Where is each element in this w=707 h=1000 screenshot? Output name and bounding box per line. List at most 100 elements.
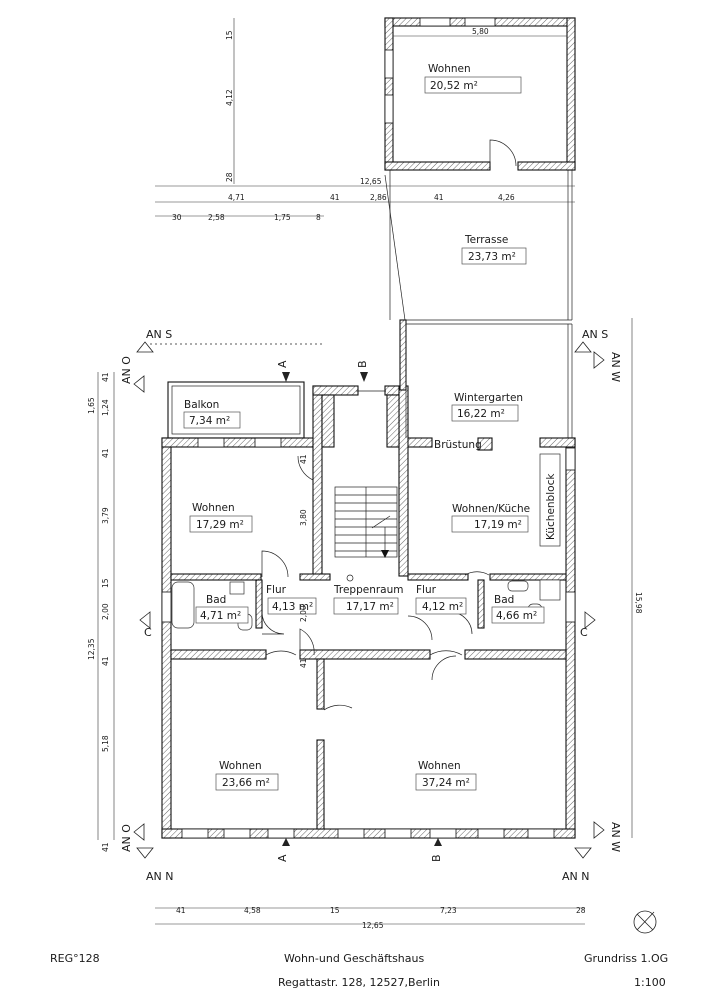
dim-label: 28 — [225, 172, 234, 182]
room-treppenraum: Treppenraum 17,17 m² — [333, 584, 404, 615]
dim-label: 1,24 — [101, 399, 110, 416]
dim-label: 12,65 — [360, 177, 382, 186]
dimensions-right: 15,98 — [631, 318, 643, 838]
room-label: Terrasse — [464, 234, 508, 246]
dim-label: 41 — [101, 448, 110, 458]
room-wohnen-annex: Wohnen 20,52 m² — [424, 63, 522, 94]
room-area: 20,52 m² — [430, 80, 478, 92]
room-bad-left: Bad 4,71 m² — [195, 594, 249, 624]
section-label: AN S — [582, 328, 608, 341]
room-area: 37,24 m² — [422, 777, 470, 789]
section-label: AN N — [562, 870, 589, 883]
dimensions-bottom: 41 4,58 15 7,23 28 12,65 — [155, 906, 586, 930]
dim-label: 15 — [330, 906, 340, 915]
dim-label: 2,00 — [101, 603, 110, 620]
dim-label: 41 — [330, 193, 340, 202]
building-type: Wohn-und Geschäftshaus — [284, 952, 424, 965]
room-label: Flur — [416, 584, 437, 596]
annex-walls — [384, 17, 576, 171]
address: Regattastr. 128, 12527,Berlin — [278, 976, 440, 989]
room-wohnen-nw: Wohnen 17,29 m² — [189, 502, 253, 533]
dim-label: 5,80 — [472, 27, 489, 36]
section-label: AN W — [609, 352, 622, 382]
dim-label: 41 — [299, 658, 308, 668]
windows — [161, 437, 576, 839]
dim-label: 41 — [101, 656, 110, 666]
dim-label: 3,79 — [101, 507, 110, 524]
section-label: A — [276, 360, 289, 368]
dim-label: 12,35 — [87, 638, 96, 660]
dim-label: 41 — [101, 372, 110, 382]
room-area: 23,66 m² — [222, 777, 270, 789]
dim-label: 41 — [434, 193, 444, 202]
kuechenblock: Küchenblock — [539, 453, 561, 547]
dim-label: 41 — [176, 906, 186, 915]
drawing-title: Grundriss 1.OG — [584, 952, 668, 965]
room-area: 7,34 m² — [189, 415, 230, 427]
section-label: C — [144, 626, 152, 639]
room-flur-left: Flur 4,13 m² — [266, 584, 317, 615]
room-area: 17,17 m² — [346, 601, 394, 613]
section-label: AN N — [146, 870, 173, 883]
room-label: Bad — [206, 594, 226, 606]
dim-label: 4,58 — [244, 906, 261, 915]
room-area: 4,12 m² — [422, 601, 463, 613]
terrasse: Terrasse 23,73 m² — [384, 170, 573, 325]
section-label: A — [276, 854, 289, 862]
section-label: AN W — [609, 822, 622, 852]
room-label: Wohnen — [219, 760, 262, 772]
dim-label: 41 — [101, 842, 110, 852]
dim-label: 41 — [299, 454, 308, 464]
title-block: REG°128 Wohn-und Geschäftshaus Grundriss… — [50, 952, 668, 989]
bruestung-label: Brüstung — [434, 439, 482, 451]
dim-label: 7,23 — [440, 906, 457, 915]
room-area: 4,13 m² — [272, 601, 313, 613]
scale: 1:100 — [634, 976, 666, 989]
dim-label: 15,98 — [634, 592, 643, 614]
room-label: Bad — [494, 594, 514, 606]
dim-label: 4,26 — [498, 193, 515, 202]
dim-label: 15 — [101, 578, 110, 588]
section-label: B — [356, 360, 369, 368]
room-area: 23,73 m² — [468, 251, 516, 263]
main-walls — [161, 319, 576, 839]
dim-label: 1,75 — [274, 213, 291, 222]
dim-label: 8 — [316, 213, 321, 222]
room-label: Treppenraum — [333, 584, 404, 596]
dim-label: 5,18 — [101, 735, 110, 752]
section-label: AN O — [120, 356, 133, 384]
balkon: Balkon 7,34 m² — [167, 381, 305, 439]
dim-label: 28 — [576, 906, 586, 915]
room-label: Wohnen — [192, 502, 235, 514]
room-area: 17,19 m² — [474, 519, 522, 531]
section-label: B — [430, 854, 443, 862]
kuechenblock-label: Küchenblock — [545, 473, 557, 540]
room-label: Wohnen — [418, 760, 461, 772]
room-flur-right: Flur 4,12 m² — [415, 584, 467, 615]
arrow-down-icon — [381, 550, 389, 558]
staircase — [334, 486, 398, 582]
room-label: Wohnen — [428, 63, 471, 75]
section-markers: AN S AN S AN N AN N AN O AN O AN W AN W … — [120, 328, 622, 883]
dim-label: 2,86 — [370, 193, 387, 202]
room-wohnen-kueche: Wohnen/Küche 17,19 m² — [451, 503, 530, 533]
dim-label: 3,80 — [299, 509, 308, 526]
room-label: Balkon — [184, 399, 219, 411]
room-area: 4,66 m² — [496, 610, 537, 622]
project-id: REG°128 — [50, 952, 100, 965]
room-label: Wintergarten — [454, 392, 523, 404]
room-area: 17,29 m² — [196, 519, 244, 531]
room-wohnen-sw: Wohnen 23,66 m² — [215, 760, 279, 791]
room-area: 16,22 m² — [457, 408, 505, 420]
room-label: Flur — [266, 584, 287, 596]
section-label: AN S — [146, 328, 172, 341]
dim-label: 1,65 — [87, 397, 96, 414]
dimensions-top: 5,80 15 4,12 28 12,65 4,71 41 2,86 41 4,… — [155, 18, 575, 222]
dim-label: 15 — [225, 30, 234, 40]
room-bad-right: Bad 4,66 m² — [491, 594, 545, 624]
section-label: C — [580, 626, 588, 639]
dim-label: 4,71 — [228, 193, 245, 202]
section-label: AN O — [120, 824, 133, 852]
dim-label: 2,58 — [208, 213, 225, 222]
dim-label: 30 — [172, 213, 182, 222]
